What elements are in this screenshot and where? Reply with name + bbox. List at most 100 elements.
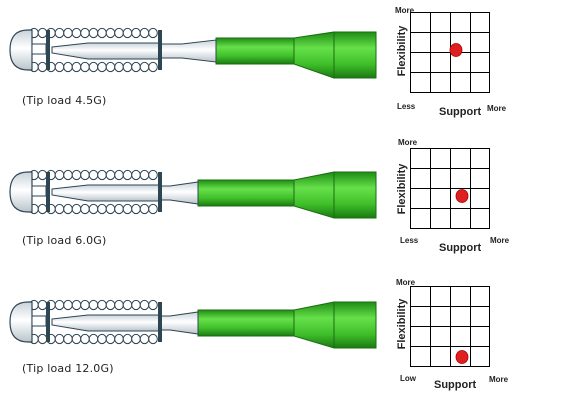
coil-bead [122,61,133,73]
coil-bead [88,203,99,215]
coil-bead [114,299,124,311]
coil-bead [131,299,141,311]
coil-bead [71,299,82,311]
coil-bead [88,61,99,73]
coil-bead [97,203,107,215]
grid-lines [410,148,490,229]
wire-row-2: (Tip load 6.0G) More Flexibility Less Su… [0,138,561,272]
y-axis-label: Flexibility [396,298,408,350]
shaft-green [215,31,377,79]
grid-lines [410,286,490,367]
guidewire-illustration [9,169,377,219]
position-dot [455,189,469,203]
position-dot [449,43,463,57]
x-axis-label: Support [439,106,482,118]
coil-bead [54,299,65,311]
coil-bead [139,27,150,39]
tip-load-label: (Tip load 6.0G) [22,234,107,247]
coil-bead [122,27,133,39]
coil-bead [148,299,158,311]
coil-bead [80,299,90,311]
coil-bead [71,333,82,345]
coil-bead [139,203,150,215]
wire-row-1: (Tip load 4.5G) More Flexibility Less Su… [0,0,561,130]
x-right-label: More [489,375,509,384]
shaft-green [197,171,377,219]
coil-end-cap [158,302,162,342]
coil-bead [105,61,116,73]
coil-bead [71,27,82,39]
coil-bead [105,27,116,39]
coil-bead [139,61,150,73]
core-taper [51,311,199,335]
shaft-green [197,301,377,349]
coil-bead [54,169,65,181]
tip-ball [9,29,50,71]
position-dot [455,350,469,364]
coil-bead [80,169,90,181]
coil-bead [131,27,141,39]
flexibility-support-graph: More Flexibility Low Support More [392,278,561,403]
coil-bead [105,169,116,181]
y-top-label: More [398,138,418,147]
coil-bead [54,27,65,39]
wire-row-3: (Tip load 12.0G) More Flexibility Low Su… [0,278,561,410]
coil-bead [37,169,48,181]
coil-bead [63,169,73,181]
y-top-label: More [395,6,415,15]
y-bottom-label: Less [400,236,419,245]
y-bottom-label: Less [397,102,416,111]
coil-bead [88,299,99,311]
coil-bead [105,333,116,345]
coil-bead [148,61,158,73]
coil-bead [97,61,107,73]
coil-bead [114,333,124,345]
coil-bead [37,333,48,345]
coil-bead [88,333,99,345]
tip-load-label: (Tip load 12.0G) [22,362,114,375]
guidewire-illustration [9,27,377,79]
tip-ball [9,171,50,213]
coil-bead [63,333,73,345]
core-taper [51,181,199,205]
x-right-label: More [487,104,507,113]
coil-bead [63,27,73,39]
grid [410,12,490,93]
y-axis-label: Flexibility [396,25,408,77]
coil-bead [114,27,124,39]
core-taper [51,39,217,63]
coil-bead [131,333,141,345]
coil-bead [114,203,124,215]
coil-bead [139,299,150,311]
coil-bead [80,203,90,215]
coil-bead [139,169,150,181]
coil-bead [88,169,99,181]
coil-bead [148,169,158,181]
coil-bead [148,333,158,345]
coil-bead [139,333,150,345]
coil-bead [71,61,82,73]
coil-bead [105,203,116,215]
tip-ball [9,301,50,343]
coil-bead [80,27,90,39]
x-axis-label: Support [434,379,477,391]
y-bottom-label: Low [400,374,416,383]
coil-bead [71,203,82,215]
coil-end-cap [158,172,162,212]
coil-bead [97,299,107,311]
coil-bead [63,61,73,73]
coil-bead [37,299,48,311]
grid-lines [410,12,490,93]
coil-bead [131,169,141,181]
coil-bead [63,203,73,215]
coil-bead [97,27,107,39]
coil-bead [114,169,124,181]
y-axis-label: Flexibility [396,163,408,215]
coil-bead [37,203,48,215]
coil-bead [148,203,158,215]
coil-spring [29,27,162,73]
coil-bead [80,333,90,345]
coil-bead [97,169,107,181]
flexibility-support-graph: More Flexibility Less Support More [392,0,561,125]
x-right-label: More [490,236,510,245]
